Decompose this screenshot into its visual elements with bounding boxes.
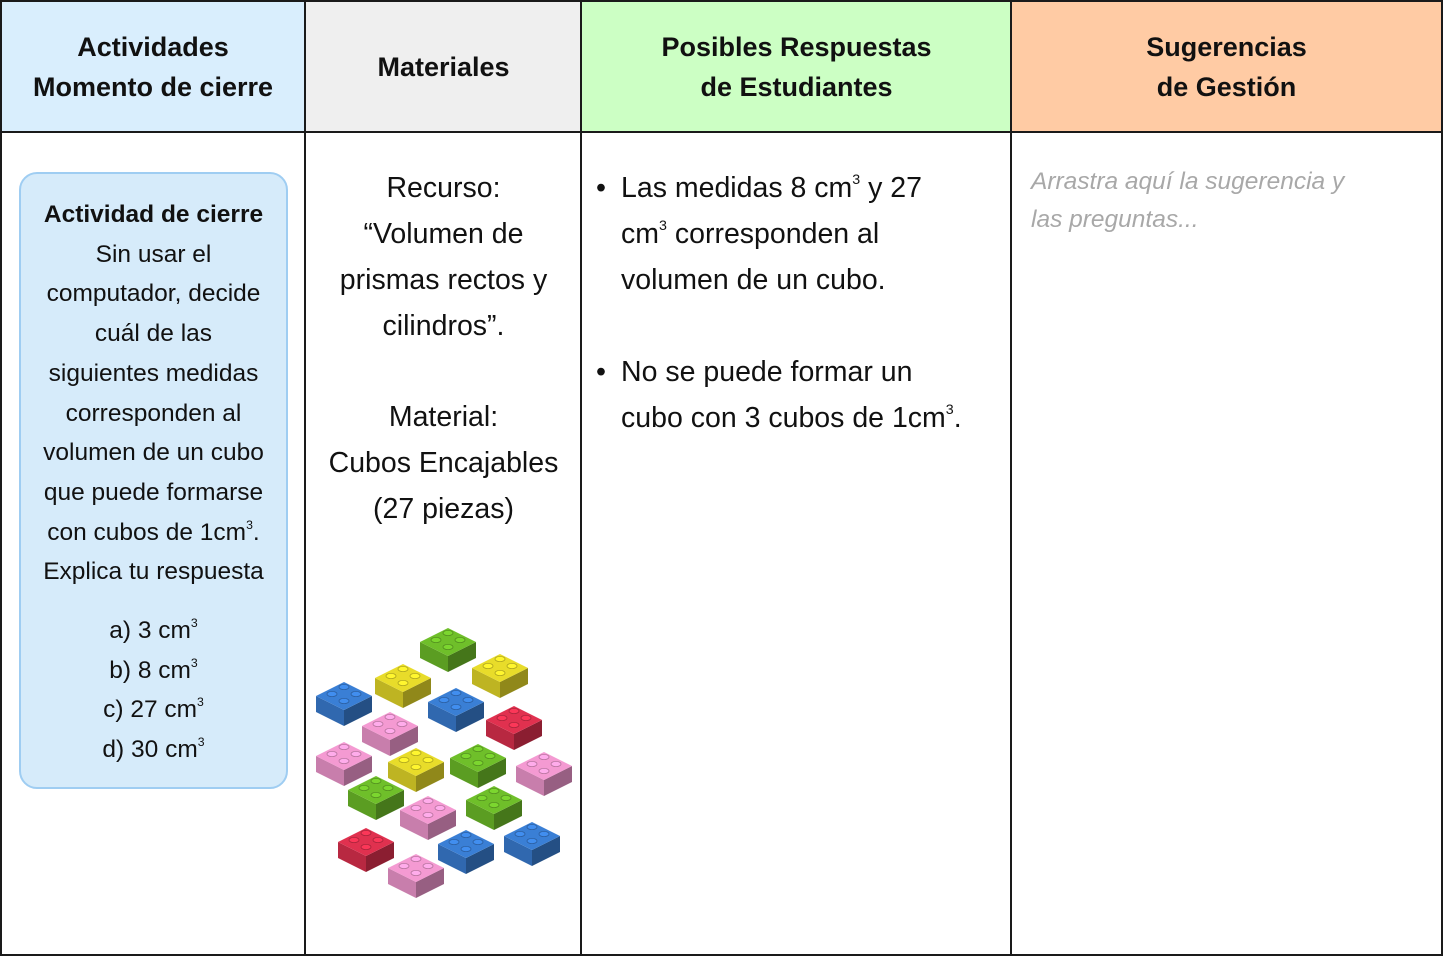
lego-brick xyxy=(420,628,476,672)
activity-line: corresponden al xyxy=(65,399,242,427)
response-line: No se puede formar un xyxy=(621,356,913,388)
lego-brick xyxy=(388,854,444,898)
column-divider-2 xyxy=(580,0,582,956)
lego-brick xyxy=(438,830,494,874)
header-materials: Materiales xyxy=(306,1,581,132)
column-divider-3 xyxy=(1010,0,1012,956)
lego-brick xyxy=(466,786,522,830)
closing-activity-card: Actividad de cierre Sin usar el computad… xyxy=(19,172,288,789)
option-c: c) 27 cm3 xyxy=(103,695,204,724)
response-item-1: • Las medidas 8 cm3 y 27 cm3 corresponde… xyxy=(596,165,1006,303)
lego-brick xyxy=(316,742,372,786)
material-line: Cubos Encajables xyxy=(328,447,559,479)
activity-line: computador, decide xyxy=(46,280,261,308)
lego-brick xyxy=(338,828,394,872)
lego-brick xyxy=(388,748,444,792)
bullet: • xyxy=(596,356,606,388)
activity-line: Sin usar el xyxy=(95,240,212,268)
response-line: cubo con 3 cubos de 1cm3. xyxy=(621,402,962,434)
option-d: d) 30 cm3 xyxy=(102,735,205,764)
lego-brick xyxy=(316,682,372,726)
response-line: volumen de un cubo. xyxy=(621,264,886,296)
table-border-left xyxy=(0,0,2,956)
lego-brick xyxy=(472,654,528,698)
answer-options: a) 3 cm3 b) 8 cm3 c) 27 cm3 d) 30 cm3 xyxy=(21,611,286,770)
activity-line: Explica tu respuesta xyxy=(43,558,264,586)
lego-brick xyxy=(428,688,484,732)
activity-line: siguientes medidas xyxy=(48,359,259,387)
header-suggestions: Sugerencias de Gestión xyxy=(1012,1,1441,132)
header-responses: Posibles Respuestas de Estudiantes xyxy=(582,1,1011,132)
lego-brick xyxy=(375,664,431,708)
activity-title: Actividad de cierre xyxy=(43,201,264,228)
resource-line: “Volumen de xyxy=(363,218,524,250)
lego-brick xyxy=(400,796,456,840)
response-line: Las medidas 8 cm3 y 27 xyxy=(621,172,923,204)
header-activities: Actividades Momento de cierre xyxy=(1,1,305,132)
activity-line: cuál de las xyxy=(94,320,213,348)
resource-line: prismas rectos y xyxy=(339,264,548,296)
lego-brick xyxy=(348,776,404,820)
lego-brick xyxy=(516,752,572,796)
response-line: cm3 corresponden al xyxy=(621,218,880,250)
column-divider-1 xyxy=(304,0,306,956)
bullet: • xyxy=(596,172,606,204)
option-b: b) 8 cm3 xyxy=(109,655,198,684)
material-line: (27 piezas) xyxy=(373,493,514,525)
activity-line: con cubos de 1cm3. xyxy=(47,517,260,546)
resource-label: Recurso: xyxy=(386,172,501,204)
option-a: a) 3 cm3 xyxy=(109,616,198,645)
material-block: Material: Cubos Encajables (27 piezas) xyxy=(306,394,581,532)
resource-line: cilindros”. xyxy=(382,310,505,342)
lego-bricks-icon xyxy=(316,628,572,898)
lego-brick xyxy=(504,822,560,866)
suggestions-placeholder: Arrastra aquí la sugerencia y las pregun… xyxy=(1031,168,1345,233)
table-header-divider xyxy=(0,131,1443,133)
activity-line: que puede formarse xyxy=(43,478,264,506)
table-border-right xyxy=(1441,0,1443,956)
activity-line: volumen de un cubo xyxy=(43,439,264,467)
material-label: Material: xyxy=(388,401,499,433)
lego-brick xyxy=(450,744,506,788)
lego-brick xyxy=(362,712,418,756)
response-item-2: • No se puede formar un cubo con 3 cubos… xyxy=(596,349,1006,441)
lego-brick xyxy=(486,706,542,750)
resource-block: Recurso: “Volumen de prismas rectos y ci… xyxy=(306,165,581,349)
table-border-bottom xyxy=(0,954,1443,956)
suggestions-drop-zone[interactable] xyxy=(1012,133,1441,954)
table-border-top xyxy=(0,0,1443,2)
